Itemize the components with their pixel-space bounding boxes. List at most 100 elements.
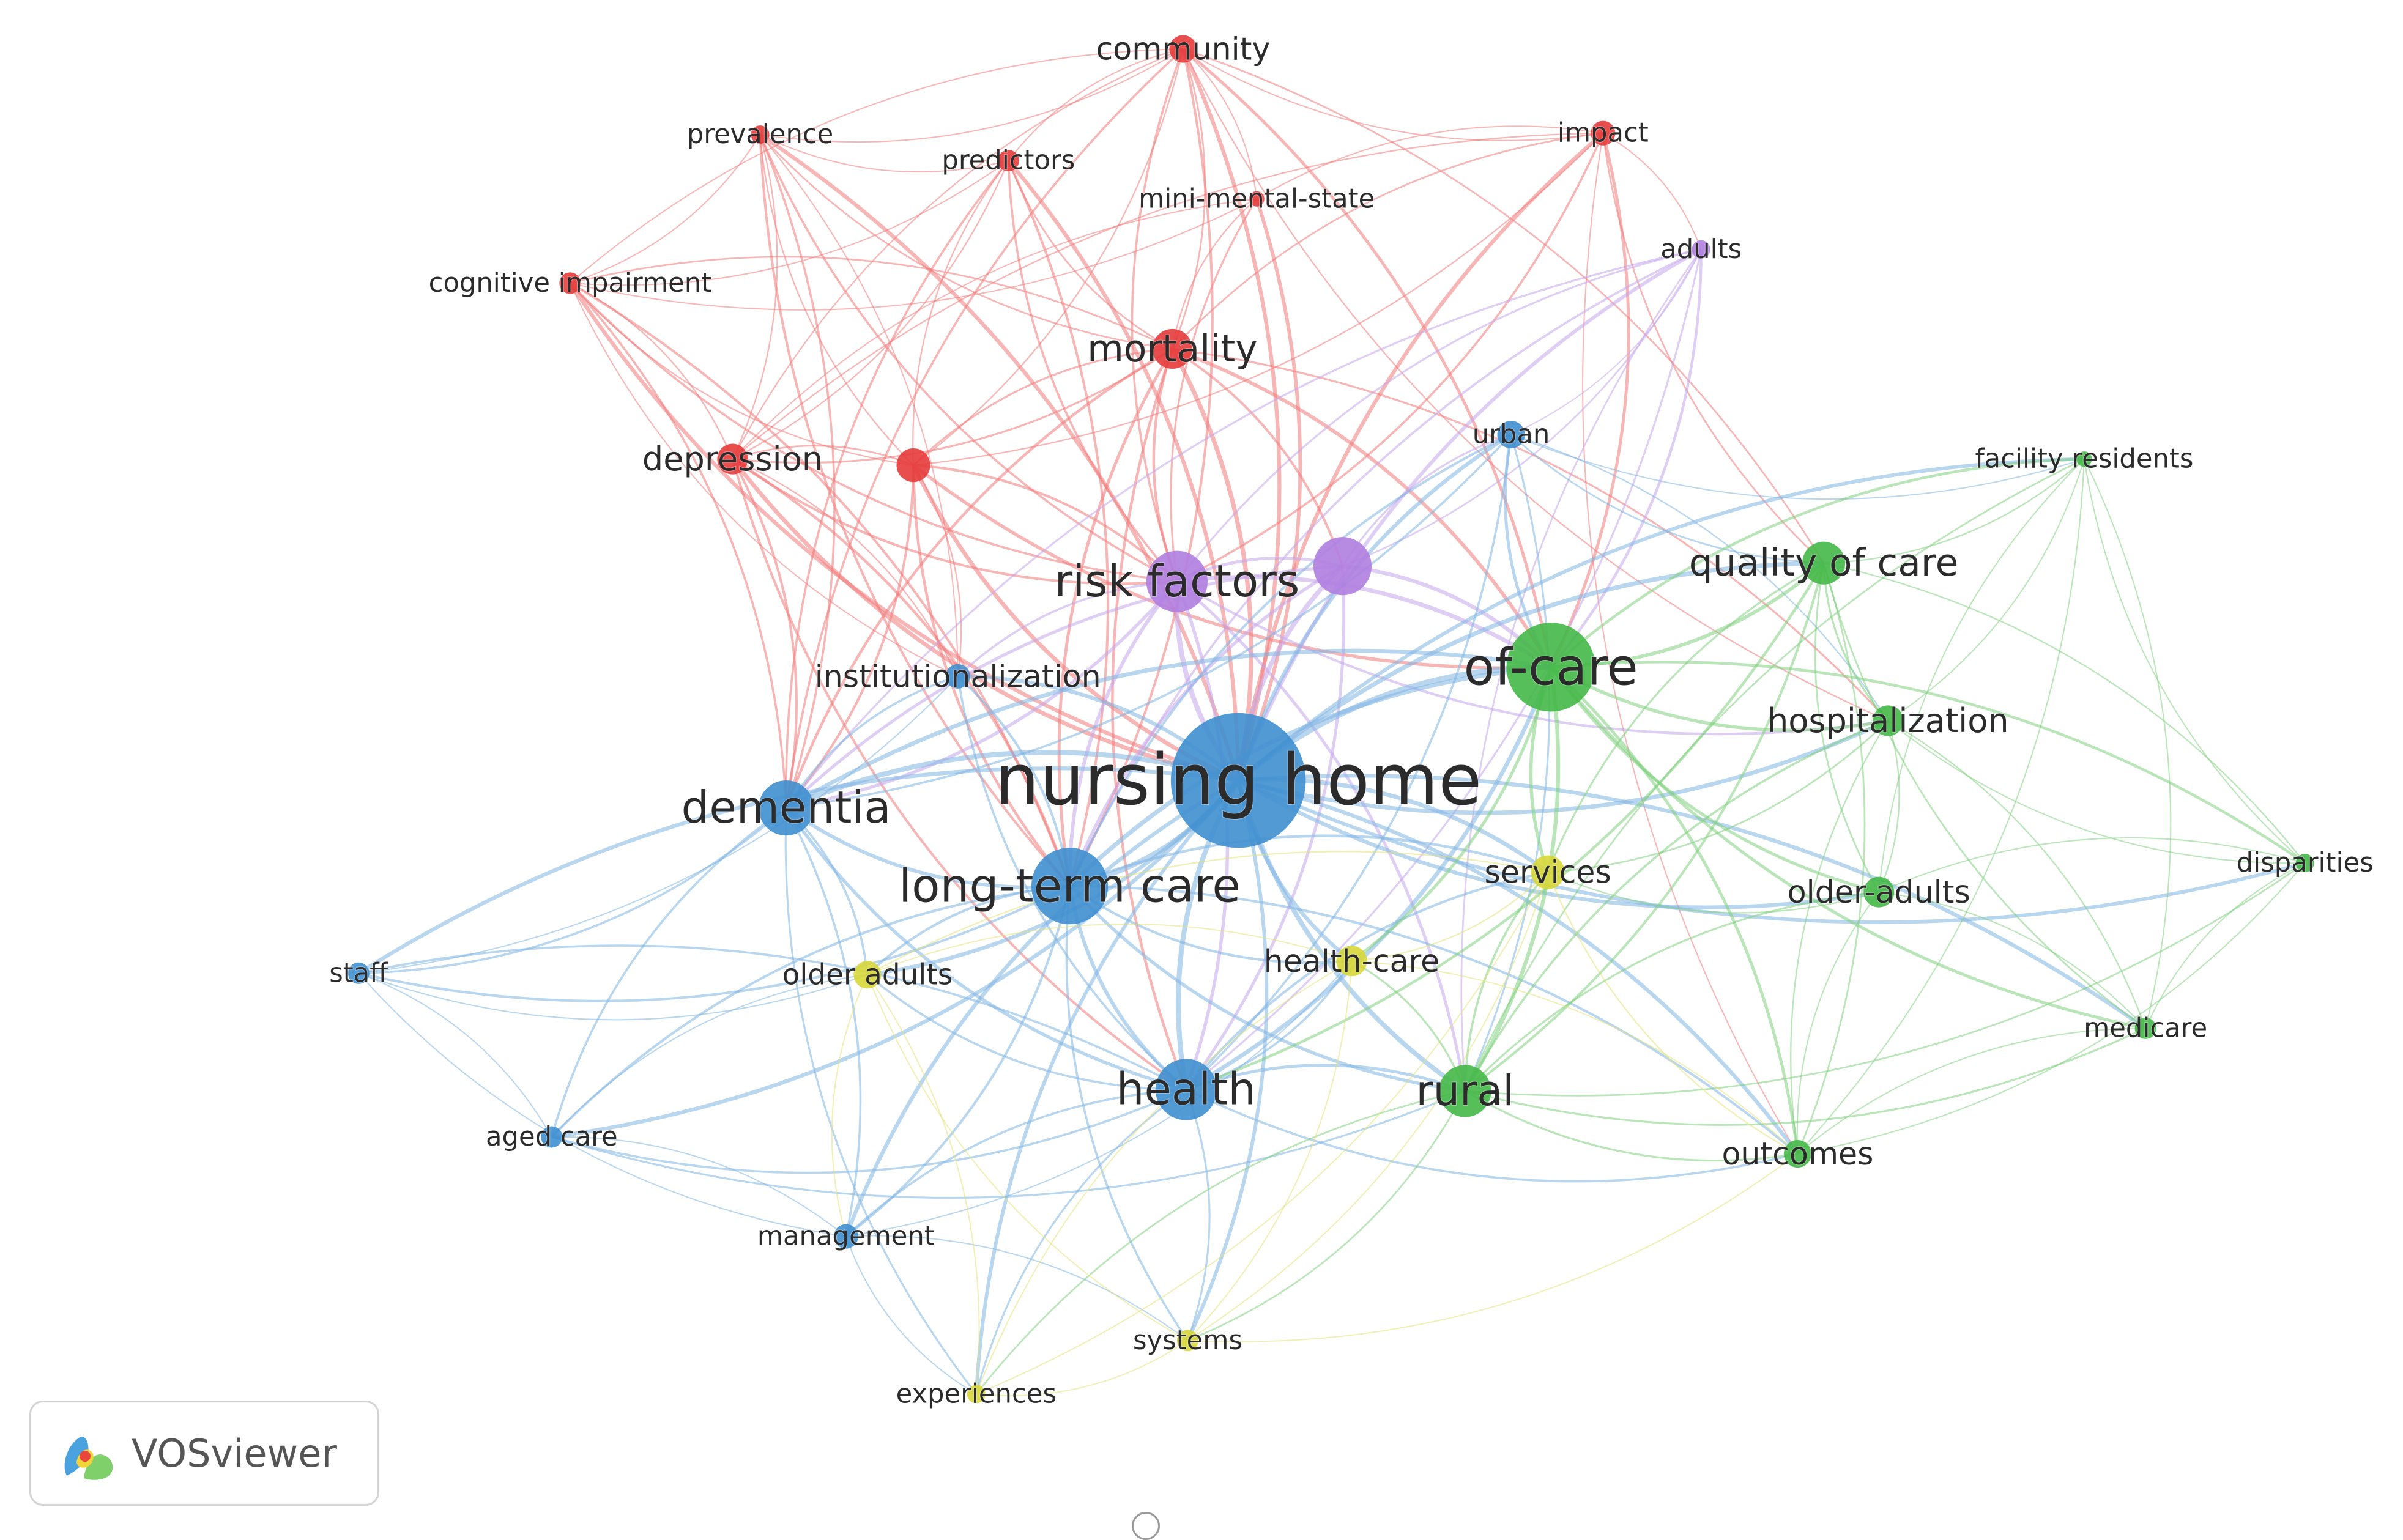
node-health-care[interactable] [1336,946,1367,977]
edge-systems-outcomes [1187,1153,1799,1342]
node-hospitalization[interactable] [1873,705,1904,736]
vosviewer-logo-icon [64,1437,113,1480]
node-staff[interactable] [347,962,370,984]
label-services: services [1485,854,1611,890]
node-nursing-home[interactable] [1170,713,1306,848]
node-quality-of-care[interactable] [1802,541,1846,585]
node-urban[interactable] [1497,421,1525,449]
node-experiences[interactable] [967,1385,986,1404]
node-facility-residents[interactable] [2076,451,2092,467]
node-mortality[interactable] [1152,328,1192,369]
node-older-adults[interactable] [853,961,882,989]
label-management: management [757,1221,935,1252]
edge-dementia-long-term-care [785,806,1070,889]
label-health: health [1116,1064,1256,1115]
edge-facility-residents-disparities [2083,459,2306,864]
node-red-unlabeled[interactable] [896,448,930,483]
node-disparities[interactable] [2295,854,2314,873]
node-community[interactable] [1169,35,1197,63]
edge-predictors-nursing-home [1006,159,1241,781]
edge-older-adults-hyphen-medicare [1879,891,2146,1029]
node-management[interactable] [833,1224,858,1249]
label-risk-factors: risk factors [1054,556,1299,607]
edge-dementia-experiences [784,808,977,1395]
edge-older-adults-management [831,974,868,1237]
node-dementia[interactable] [759,780,814,836]
edge-disparities-outcomes [1797,862,2306,1155]
edge-red-unlabeled-institutionalization [913,465,962,677]
label-facility-residents: facility residents [1975,444,2193,475]
node-aged-care[interactable] [541,1126,563,1148]
edge-nursing-home-facility-residents [1237,457,2084,782]
edge-mortality-red-unlabeled [912,347,1173,466]
node-systems[interactable] [1176,1330,1198,1352]
edge-nursing-home-systems [1186,780,1269,1341]
edge-quality-of-care-services [1547,562,1824,873]
node-predictors[interactable] [997,150,1019,172]
edge-risk-factors-hospitalization [1176,580,1889,736]
node-rural[interactable] [1439,1065,1491,1117]
edge-services-health-care [1351,872,1548,962]
edge-purple-unlabeled-long-term-care [1068,565,1343,887]
label-long-term-care: long-term care [899,859,1241,913]
edge-nursing-home-management [844,779,1239,1237]
node-older-adults-hyphen[interactable] [1863,876,1895,908]
node-risk-factors[interactable] [1146,550,1208,612]
edge-cognitive-impairment-dementia [569,282,787,809]
edge-quality-of-care-medicare [1822,563,2146,1029]
node-institutionalization[interactable] [945,664,970,689]
edge-impact-nursing-home [1236,131,1605,781]
edge-impact-adults [1602,132,1702,250]
node-cognitive-impairment[interactable] [559,272,581,294]
edge-health-of-care [1185,666,1553,1092]
edge-staff-older-adults [358,972,868,1021]
edge-health-systems [1185,1089,1211,1341]
edge-quality-of-care-rural [1464,563,1825,1092]
node-medicare[interactable] [2134,1017,2156,1039]
node-depression[interactable] [717,443,748,475]
node-health[interactable] [1155,1059,1217,1120]
edge-impact-depression [732,132,1603,460]
edge-prevalence-dementia [759,134,836,809]
edge-hospitalization-services [1548,720,1889,873]
edge-management-systems [845,1235,1189,1341]
edge-depression-dementia [731,458,798,809]
edge-of-care-older-adults-hyphen [1550,666,1879,894]
edge-risk-factors-of-care [1176,575,1552,669]
edge-long-term-care-services [1069,834,1548,887]
edge-long-term-care-staff [358,884,1071,1002]
edge-health-rural [1186,1064,1466,1093]
edge-of-care-outcomes [1550,666,1799,1154]
edge-urban-long-term-care [1068,433,1512,887]
node-outcomes[interactable] [1783,1139,1812,1168]
edge-disparities-rural [1465,862,2306,1097]
edge-risk-factors-rural [1176,580,1467,1092]
edge-community-mini-mental-state [1183,48,1258,199]
node-purple-unlabeled[interactable] [1313,537,1372,596]
node-services[interactable] [1531,855,1565,889]
edge-nursing-home-aged-care [551,779,1240,1139]
vosviewer-badge[interactable]: VOSviewer [29,1401,379,1506]
label-depression: depression [642,440,823,478]
edge-older-adults-hyphen-rural [1464,891,1879,1092]
edge-predictors-dementia [785,160,1009,809]
edge-nursing-home-hospitalization [1238,719,1889,815]
edge-institutionalization-dementia [785,675,959,809]
edge-adults-long-term-care [1068,248,1702,887]
node-impact[interactable] [1591,120,1616,146]
node-adults[interactable] [1692,240,1710,259]
edge-impact-risk-factors [1176,132,1604,583]
edge-facility-residents-rural [1464,458,2085,1092]
edge-facility-residents-medicare [2084,459,2172,1029]
node-mini-mental-state[interactable] [1249,191,1265,207]
node-prevalence[interactable] [751,125,770,144]
edge-community-quality-of-care [1183,48,1825,564]
node-long-term-care[interactable] [1031,848,1109,925]
label-prevalence: prevalence [687,119,834,150]
label-institutionalization: institutionalization [815,658,1101,694]
edge-hospitalization-medicare [1887,720,2147,1029]
network-nodes [347,35,2314,1404]
node-of-care[interactable] [1506,623,1595,712]
edge-management-health [845,1088,1187,1237]
edge-prevalence-institutionalization [759,134,959,676]
